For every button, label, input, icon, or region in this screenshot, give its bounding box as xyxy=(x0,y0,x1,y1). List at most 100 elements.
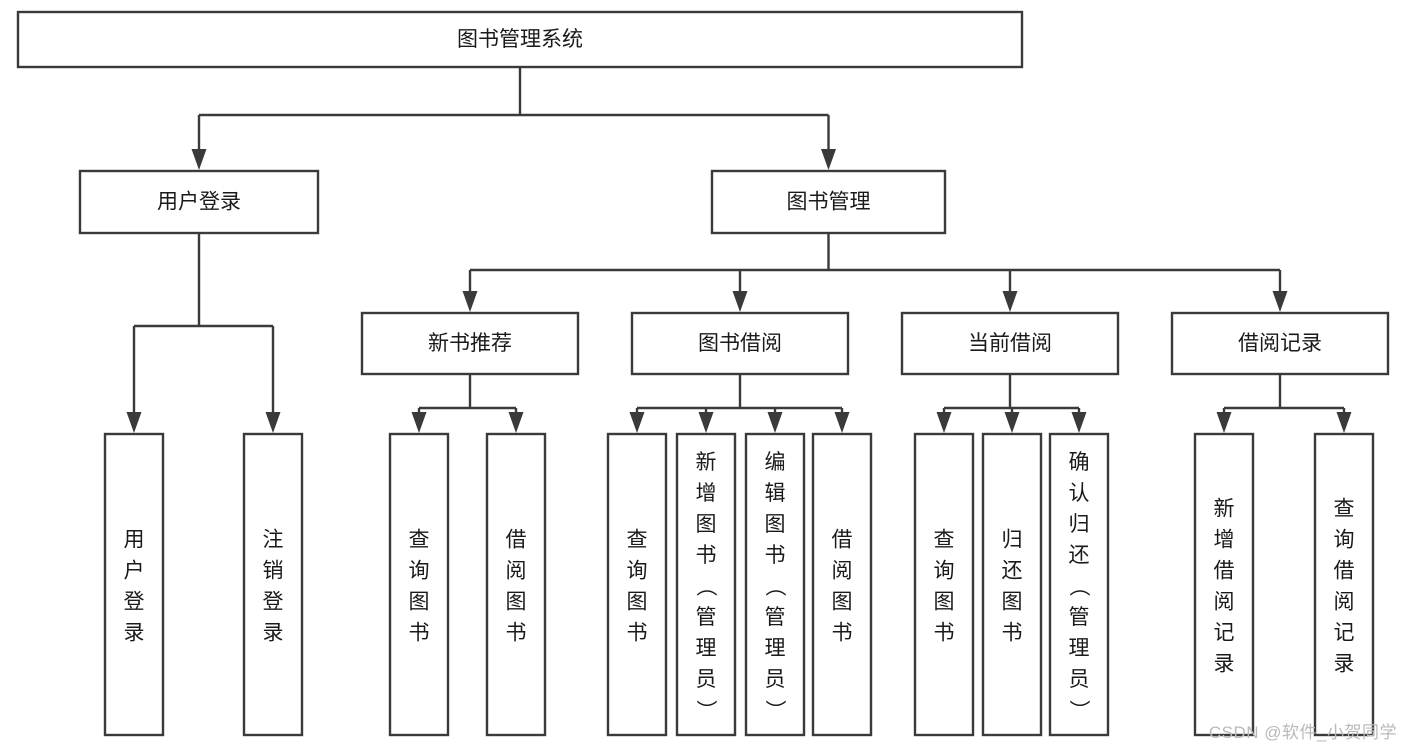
node-box[interactable] xyxy=(360,311,580,376)
node-box[interactable] xyxy=(630,311,850,376)
arrow-head-icon xyxy=(265,412,281,433)
arrow-head-icon xyxy=(411,412,427,433)
node-label-char: 录 xyxy=(1334,653,1355,676)
node-label-char: 归 xyxy=(1069,513,1090,536)
tree-node[interactable]: 用户登录用户登录 xyxy=(103,432,165,737)
node-label-char: 借 xyxy=(506,529,527,552)
node-box[interactable] xyxy=(606,432,668,737)
node-box[interactable] xyxy=(103,432,165,737)
node-box[interactable] xyxy=(16,10,1024,69)
tree-node[interactable]: 图书管理 xyxy=(710,169,947,235)
node-label-char: 录 xyxy=(124,622,145,645)
tree-node[interactable]: 查询图书查询图书 xyxy=(606,432,668,737)
node-box[interactable] xyxy=(78,169,320,235)
tree-node[interactable]: 查询图书查询图书 xyxy=(913,432,975,737)
node-label-char: 登 xyxy=(124,591,145,614)
node-box[interactable] xyxy=(811,432,873,737)
node-label: 用户登录 xyxy=(157,191,241,214)
node-box[interactable] xyxy=(913,432,975,737)
arrow-head-icon xyxy=(1002,291,1018,312)
node-box[interactable] xyxy=(388,432,450,737)
arrow-head-icon xyxy=(1336,412,1352,433)
node-label-char: 理 xyxy=(696,637,717,660)
node-label-char: （ xyxy=(1067,576,1090,597)
node-box[interactable] xyxy=(242,432,304,737)
tree-node[interactable]: 归还图书归还图书 xyxy=(981,432,1043,737)
node-label-char: 销 xyxy=(263,560,284,583)
node-label-char: 记 xyxy=(1214,622,1235,645)
arrow-head-icon xyxy=(508,412,524,433)
node-label-char: 员 xyxy=(765,668,786,691)
node-label-char: 书 xyxy=(1002,622,1023,645)
node-label-char: 图 xyxy=(627,591,648,614)
arrow-head-icon xyxy=(1216,412,1232,433)
node-label-char: 登 xyxy=(263,591,284,614)
node-label-char: 录 xyxy=(1214,653,1235,676)
node-label-char: 员 xyxy=(1069,668,1090,691)
node-box[interactable] xyxy=(1313,432,1375,737)
node-box[interactable] xyxy=(900,311,1120,376)
node-label-char: 户 xyxy=(124,560,145,583)
node-label-char: 借 xyxy=(1214,560,1235,583)
node-label-char: 图 xyxy=(1002,591,1023,614)
node-label-char: 辑 xyxy=(765,482,786,505)
node-label-char: 阅 xyxy=(1214,591,1235,614)
tree-node[interactable]: 查询图书查询图书 xyxy=(388,432,450,737)
node-label: 当前借阅 xyxy=(968,332,1052,355)
arrow-head-icon xyxy=(629,412,645,433)
node-label: 图书借阅 xyxy=(698,332,782,355)
arrow-head-icon xyxy=(732,291,748,312)
arrow-head-icon xyxy=(698,412,714,433)
node-label-char: 书 xyxy=(934,622,955,645)
node-label-char: 阅 xyxy=(1334,591,1355,614)
node-label-char: 新 xyxy=(696,451,717,474)
tree-node[interactable]: 新增借阅记录新增借阅记录 xyxy=(1193,432,1255,737)
tree-node[interactable]: 注销登录注销登录 xyxy=(242,432,304,737)
node-label-char: 书 xyxy=(409,622,430,645)
node-label-char: ） xyxy=(763,700,786,721)
node-label-char: 图 xyxy=(409,591,430,614)
node-box[interactable] xyxy=(710,169,947,235)
tree-node[interactable]: 借阅图书借阅图书 xyxy=(811,432,873,737)
tree-node[interactable]: 新书推荐 xyxy=(360,311,580,376)
node-box[interactable] xyxy=(744,432,806,737)
node-label-char: 员 xyxy=(696,668,717,691)
node-label-char: （ xyxy=(763,576,786,597)
node-label-char: 注 xyxy=(263,529,284,552)
tree-node[interactable]: 图书管理系统 xyxy=(16,10,1024,69)
tree-node[interactable]: 用户登录 xyxy=(78,169,320,235)
node-label-char: 还 xyxy=(1002,560,1023,583)
node-label-char: 书 xyxy=(765,544,786,567)
arrow-head-icon xyxy=(462,291,478,312)
node-label-char: 图 xyxy=(832,591,853,614)
node-label-char: 管 xyxy=(696,606,717,629)
node-label-char: 阅 xyxy=(506,560,527,583)
node-box[interactable] xyxy=(1048,432,1110,737)
arrow-head-icon xyxy=(936,412,952,433)
node-label-char: 图 xyxy=(696,513,717,536)
node-label-char: 查 xyxy=(409,529,430,552)
node-label: 新书推荐 xyxy=(428,332,512,355)
node-box[interactable] xyxy=(981,432,1043,737)
node-label: 图书管理系统 xyxy=(457,28,583,51)
node-box[interactable] xyxy=(675,432,737,737)
node-label-char: 查 xyxy=(934,529,955,552)
node-box[interactable] xyxy=(1193,432,1255,737)
arrow-head-icon xyxy=(1272,291,1288,312)
tree-node[interactable]: 借阅图书借阅图书 xyxy=(485,432,547,737)
node-label-char: 归 xyxy=(1002,529,1023,552)
node-label-char: 增 xyxy=(696,482,717,505)
node-label-char: 阅 xyxy=(832,560,853,583)
node-label-char: 确 xyxy=(1069,451,1090,474)
arrow-head-icon xyxy=(821,149,836,170)
tree-node[interactable]: 当前借阅 xyxy=(900,311,1120,376)
node-box[interactable] xyxy=(485,432,547,737)
node-box[interactable] xyxy=(1170,311,1390,376)
tree-node[interactable]: 图书借阅 xyxy=(630,311,850,376)
tree-node[interactable]: 借阅记录 xyxy=(1170,311,1390,376)
tree-node[interactable]: 查询借阅记录查询借阅记录 xyxy=(1313,432,1375,737)
